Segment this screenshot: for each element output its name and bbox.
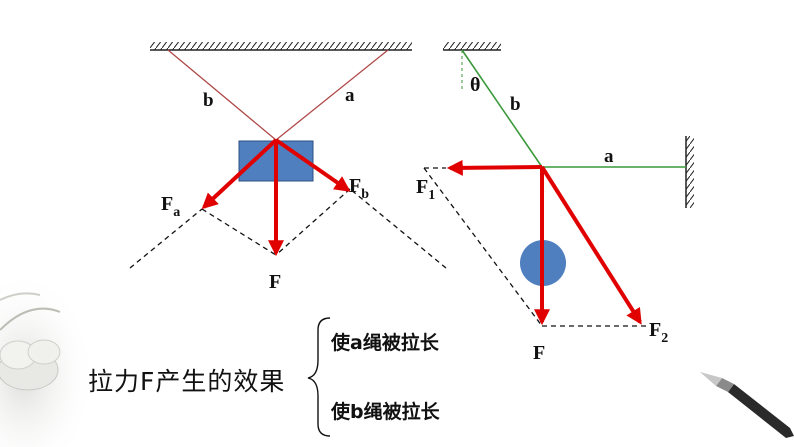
decorative-flower-icon xyxy=(0,270,120,447)
left-force-Fa-label: Fa xyxy=(161,193,180,220)
left-dashed-construction xyxy=(129,188,447,269)
angle-theta-label: θ xyxy=(470,74,480,96)
right-force-F2-label: F2 xyxy=(649,319,668,346)
right-rope-b-label: b xyxy=(510,94,521,115)
right-rope-b xyxy=(461,49,543,168)
right-figure: θ b a F F1 F2 xyxy=(416,42,694,364)
left-force-Fb-arrow xyxy=(274,138,351,192)
left-rope-a-label: a xyxy=(345,85,355,106)
right-force-F-label: F xyxy=(533,342,545,364)
right-force-F1-label: F1 xyxy=(416,176,435,203)
right-ceiling-hatch xyxy=(443,42,501,50)
effects-curly-brace xyxy=(307,317,331,437)
effect-item-rope-b: 使b绳被拉长 xyxy=(331,401,440,423)
left-figure: b a F Fa Fb xyxy=(129,42,447,293)
left-force-Fa-arrow xyxy=(201,138,278,210)
right-wall-hatch xyxy=(686,136,694,208)
right-dashed-construction xyxy=(423,167,648,327)
left-force-F-label: F xyxy=(269,271,281,293)
right-force-F2-arrow xyxy=(540,165,642,325)
right-rope-a-label: a xyxy=(604,146,614,167)
effects-title: 拉力F产生的效果 xyxy=(88,367,286,396)
right-force-F1-arrow xyxy=(446,159,543,176)
brush-icon xyxy=(700,372,794,438)
left-rope-b xyxy=(167,49,277,141)
left-ceiling-hatch xyxy=(150,42,412,50)
left-rope-a xyxy=(275,49,389,141)
left-force-Fb-label: Fb xyxy=(349,175,369,202)
left-rope-b-label: b xyxy=(203,90,214,111)
effect-item-rope-a: 使a绳被拉长 xyxy=(331,332,439,354)
